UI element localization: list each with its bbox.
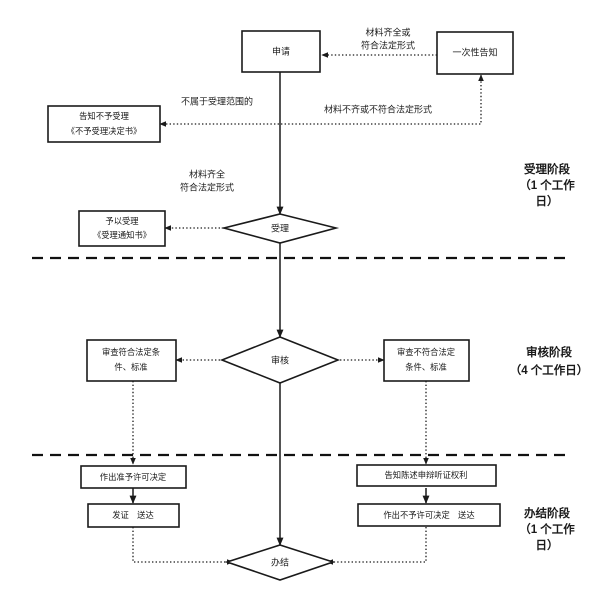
node-reject-notice-label-2: 《不予受理决定书》 [67,126,142,136]
node-accept-decision[interactable]: 受理 [220,213,340,244]
node-permit-deny-label: 作出不予许可决定 送达 [383,510,474,520]
stage-label-line1: 办结阶段 [524,506,570,520]
node-apply-label: 申请 [272,45,290,56]
node-reject-notice-label-1: 告知不予受理 [79,111,129,121]
node-review-pass-label-2: 件、标准 [114,362,147,372]
node-complete-label: 办结 [271,556,289,567]
edge-label-line2: 符合法定形式 [180,181,234,192]
node-review-fail-label-2: 条件、标准 [405,362,447,372]
node-notify-rights[interactable]: 告知陈述申辩听证权利 [356,464,497,487]
node-issue-deliver[interactable]: 发证 送达 [87,503,180,528]
stage-label-line2: （1 个工作 [519,522,575,536]
edge-issue-deliver-to-complete [132,527,234,565]
node-grant-accept[interactable]: 予以受理 《受理通知书》 [78,210,166,247]
stage-label-line2: （4 个工作日） [510,363,589,377]
node-grant-accept-label-2: 《受理通知书》 [93,230,151,240]
node-apply[interactable]: 申请 [241,30,321,73]
edge-label-materials-complete-legal: 材料齐全 符合法定形式 [180,168,234,192]
edge-label-line1: 材料齐全或 [365,26,410,37]
edge-label-materials-complete-or-legal: 材料齐全或 符合法定形式 [361,26,415,50]
node-review-decision[interactable]: 审核 [219,336,341,384]
node-permit-deny[interactable]: 作出不予许可决定 送达 [357,503,501,527]
stage-label-line1: 受理阶段 [524,162,570,176]
stage-label-acceptance: 受理阶段 （1 个工作 日） [519,162,575,208]
stage-label-review: 审核阶段 （4 个工作日） [510,345,589,377]
edge-label-line1: 材料齐全 [189,168,225,179]
edge-label-line2: 符合法定形式 [361,39,415,50]
node-grant-accept-label-1: 予以受理 [105,216,139,226]
edge-label-line1: 不属于受理范围的 [181,95,253,106]
node-review-pass[interactable]: 审查符合法定条 件、标准 [86,339,177,382]
edge-permit-deny-to-complete [326,527,427,565]
node-accept-decision-label: 受理 [271,222,289,233]
node-review-fail[interactable]: 审查不符合法定 条件、标准 [383,339,470,382]
node-permit-approve-label: 作出准予许可决定 [100,472,166,482]
node-one-time-notice-label: 一次性告知 [452,46,497,57]
node-issue-deliver-label: 发证 送达 [112,510,154,520]
edge-label-line1: 材料不齐或不符合法定形式 [324,103,432,114]
stage-label-line3: 日） [536,194,559,208]
node-review-pass-label-1: 审查符合法定条 [102,347,160,357]
node-notify-rights-label: 告知陈述申辩听证权利 [385,470,468,480]
node-complete[interactable]: 办结 [224,544,336,581]
stage-label-completion: 办结阶段 （1 个工作 日） [519,506,575,552]
edge-apply-to-one-time-notice [281,74,484,125]
stage-label-line1: 审核阶段 [526,345,572,359]
edge-label-out-of-scope: 不属于受理范围的 [181,95,253,106]
node-reject-notice[interactable]: 告知不予受理 《不予受理决定书》 [47,105,161,143]
node-review-decision-label: 审核 [271,354,289,365]
node-permit-approve[interactable]: 作出准予许可决定 [80,465,187,489]
node-review-fail-label-1: 审查不符合法定 [397,347,455,357]
stage-label-line3: 日） [536,538,559,552]
edge-label-materials-incomplete-illegal: 材料不齐或不符合法定形式 [324,103,432,114]
stage-label-line2: （1 个工作 [519,178,575,192]
node-one-time-notice[interactable]: 一次性告知 [436,31,514,75]
